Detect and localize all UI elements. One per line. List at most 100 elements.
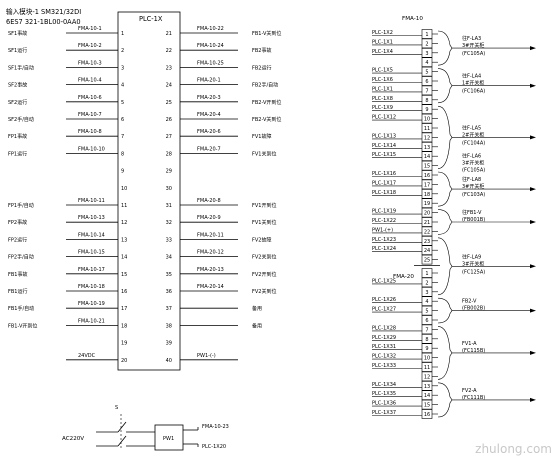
plc-input-code: FMA-10-3 bbox=[78, 60, 102, 66]
terminal-number: 14 bbox=[424, 393, 430, 399]
plc-input-code: FMA-10-1 bbox=[78, 26, 102, 32]
plc-input-signal: FV2关到位 bbox=[252, 254, 276, 261]
terminal-strip: 1PLC-1X22PLC-1X13PLC-1X445PLC-1X56PLC-1X… bbox=[372, 29, 440, 419]
plc-input-code: FMA-20-8 bbox=[197, 198, 221, 204]
cable-destination: FV1-A bbox=[462, 341, 477, 347]
plc-input-code: FMA-20-11 bbox=[197, 232, 224, 238]
terminal-source-label: PLC-1X15 bbox=[372, 152, 396, 158]
terminal-row: 1 bbox=[421, 268, 438, 278]
plc-right-row: 30 bbox=[166, 186, 172, 192]
plc-input-signal: FV1关到位 bbox=[252, 219, 276, 226]
plc-input-signal: FP2手/自动 bbox=[8, 254, 34, 261]
cable-code: (FC103A) bbox=[462, 192, 485, 198]
plc-pin-number: 11 bbox=[121, 203, 127, 209]
plc-input-code: FMA-10-17 bbox=[78, 267, 105, 273]
plc-pin-number: 33 bbox=[166, 237, 172, 243]
terminal-number: 9 bbox=[425, 107, 428, 113]
cable-code: (FC106A) bbox=[462, 89, 485, 95]
plc-input-code: FMA-20-6 bbox=[197, 129, 221, 135]
plc-input-code: FMA-20-3 bbox=[197, 95, 221, 101]
terminal-number: 2 bbox=[425, 41, 428, 47]
plc-pin-number: 38 bbox=[166, 323, 172, 329]
plc-input-signal: SF2事故 bbox=[8, 82, 27, 89]
plc-pin-number: 31 bbox=[166, 203, 172, 209]
plc-pin-number: 3 bbox=[121, 65, 124, 71]
terminal-number: 8 bbox=[425, 337, 428, 343]
terminal-source-label: PLC-1X12 bbox=[372, 115, 396, 121]
terminal-number: 9 bbox=[425, 346, 428, 352]
plc-pin-number: 6 bbox=[121, 117, 124, 123]
plc-pin-number: 28 bbox=[166, 151, 172, 157]
cable-group: 往FB1-V(FB001B) bbox=[437, 209, 536, 235]
plc-input-code: FMA-10-13 bbox=[78, 215, 105, 221]
plc-input-signal: SF1手/自动 bbox=[8, 64, 34, 71]
switch-blade-lower bbox=[117, 435, 127, 447]
plc-input-code: FMA-10-6 bbox=[78, 95, 102, 101]
terminal-strip-title: FMA-10 bbox=[402, 16, 423, 22]
plc-input-code: FMA-20-13 bbox=[197, 267, 224, 273]
plc-pin-number: 24 bbox=[166, 83, 172, 89]
plc-pin-number: 21 bbox=[166, 31, 172, 37]
plc-input-code: FMA-10-10 bbox=[78, 146, 105, 152]
plc-input-signal: 备用 bbox=[252, 322, 262, 329]
plc-pin-number: 9 bbox=[121, 169, 124, 175]
plc-input-signal: FB1事故 bbox=[8, 271, 28, 278]
module-type-label: 输入模块-1 SM321/32DI bbox=[6, 7, 81, 16]
plc-input-signal: FV1故障 bbox=[252, 133, 271, 140]
terminal-number: 23 bbox=[424, 239, 430, 245]
plc-input-code: FMA-10-18 bbox=[78, 284, 105, 290]
terminal-source-label: PLC-1X35 bbox=[372, 391, 396, 397]
plc-input-signal: FV1开到位 bbox=[252, 202, 276, 209]
terminal-number: 19 bbox=[424, 201, 430, 207]
plc-input-code: FMA-10-8 bbox=[78, 129, 102, 135]
cable-bracket bbox=[437, 326, 453, 380]
cable-panel: (FC111B) bbox=[462, 395, 485, 401]
cable-bracket bbox=[437, 382, 453, 418]
terminal-source-label: PLC-1X22 bbox=[372, 218, 396, 224]
plc-left-row: 10 bbox=[121, 186, 127, 192]
terminal-number: 24 bbox=[424, 248, 430, 254]
cable-panel: 3#开关柜 bbox=[462, 260, 484, 267]
terminal-row: 3 bbox=[421, 286, 438, 297]
terminal-number: 5 bbox=[425, 309, 428, 315]
cable-arrow-icon bbox=[530, 350, 536, 355]
plc-pin-number: 39 bbox=[166, 341, 172, 347]
cable-bracket bbox=[437, 68, 453, 104]
terminal-source-label: PLC-1X26 bbox=[372, 297, 396, 303]
plc-input-code: FMA-20-9 bbox=[197, 215, 221, 221]
cable-destination: 往F-LA3 bbox=[462, 35, 481, 42]
plc-pin-number: 26 bbox=[166, 117, 172, 123]
plc-input-signal: FP2运行 bbox=[8, 236, 27, 243]
watermark: zhulong.com bbox=[475, 442, 552, 456]
cable-arrow-icon bbox=[530, 83, 536, 88]
terminal-source-label: PLC-1X17 bbox=[372, 180, 396, 186]
plc-input-code: FMA-20-14 bbox=[197, 284, 224, 290]
terminal-source-label: PLC-1X9 bbox=[372, 105, 393, 111]
plc-input-code: FMA-10-21 bbox=[78, 318, 105, 324]
terminal-source-label: PLC-1X33 bbox=[372, 363, 396, 369]
